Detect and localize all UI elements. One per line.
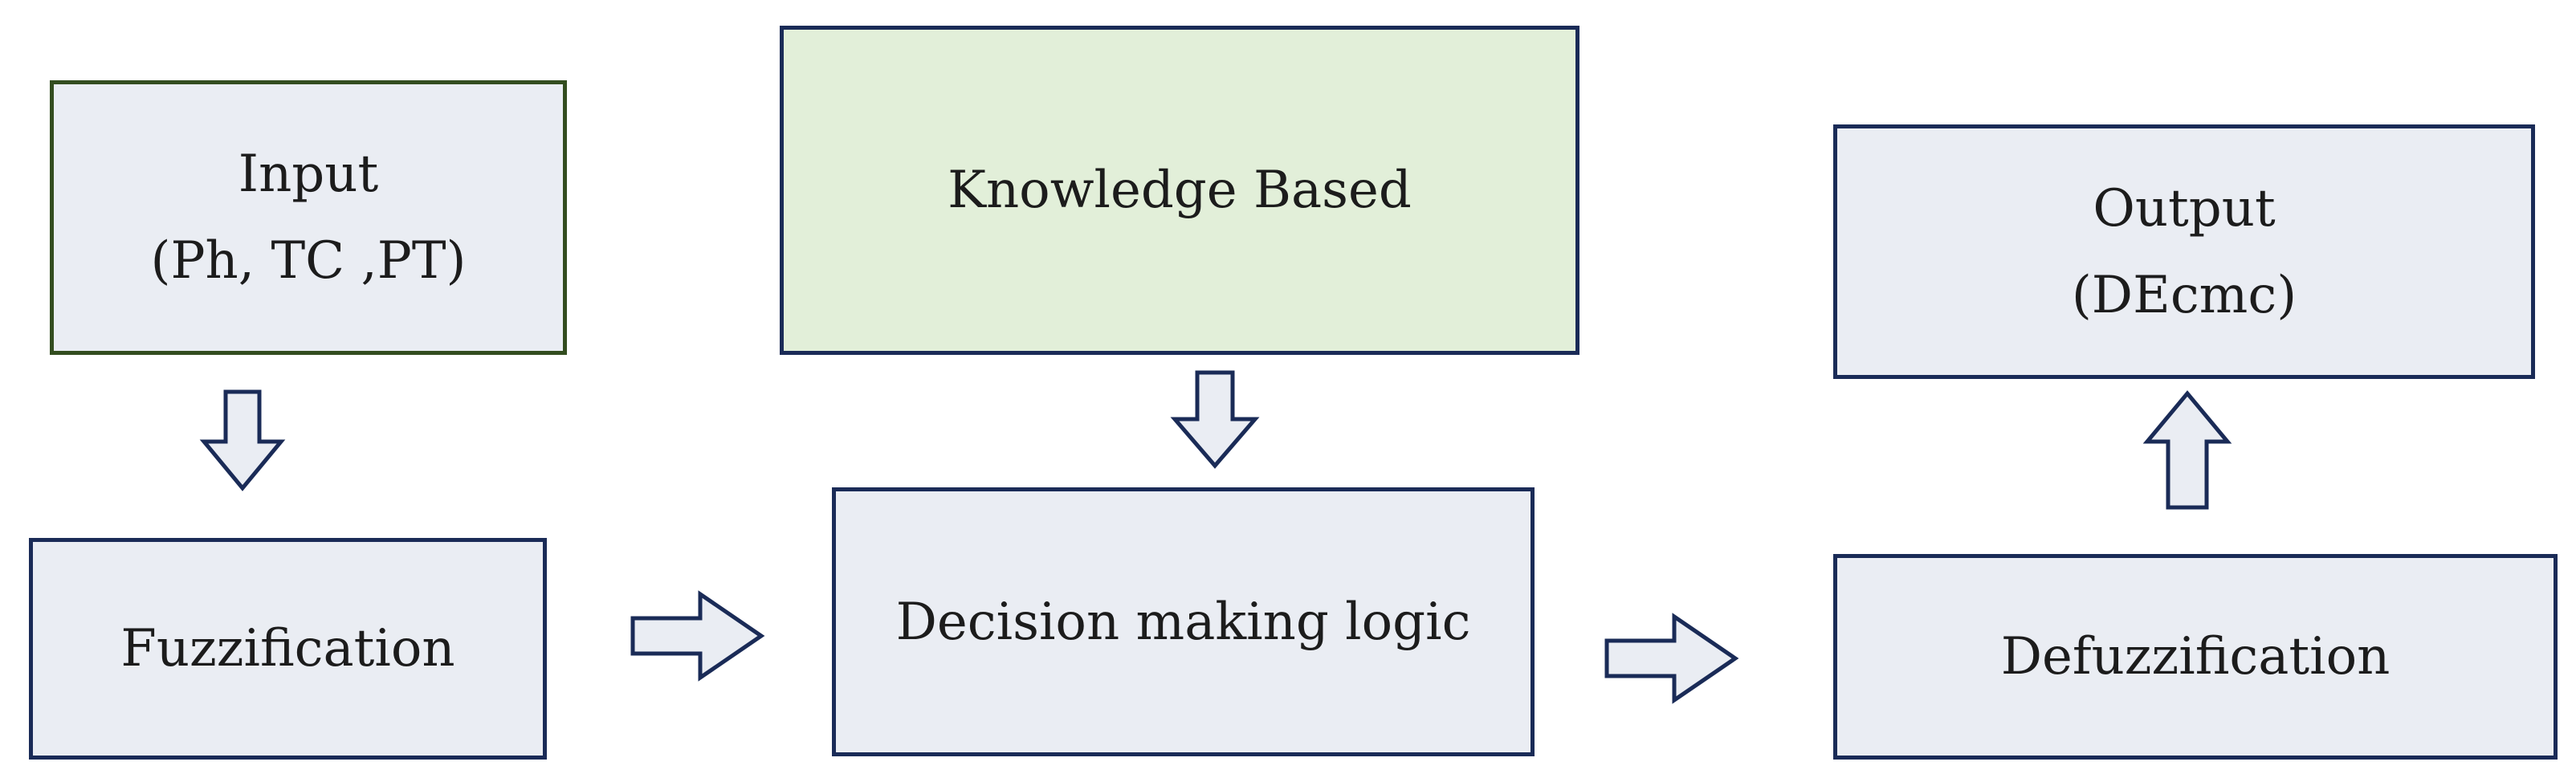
output-variable: (DEcmc) [2071,265,2297,325]
output-title: Output [2093,178,2276,238]
right-arrow-icon [630,590,765,682]
up-arrow-icon [2142,390,2232,510]
knowledge-based-label: Knowledge Based [948,161,1412,220]
fuzzification-label: Fuzzification [120,619,455,678]
down-arrow-icon [1170,370,1260,469]
output-box: Output (DEcmc) [1833,124,2535,379]
defuzzification-label: Defuzzification [2000,627,2391,686]
fuzzification-box: Fuzzification [29,538,547,760]
input-box: Input (Ph, TC ,PT) [50,80,567,355]
defuzzification-box: Defuzzification [1833,554,2558,760]
input-title: Input [238,145,379,204]
down-arrow-icon [199,389,286,491]
right-arrow-icon [1604,613,1739,704]
decision-making-logic-label: Decision making logic [895,592,1471,652]
decision-making-logic-box: Decision making logic [832,487,1535,756]
knowledge-based-box: Knowledge Based [780,26,1579,355]
input-variables: (Ph, TC ,PT) [150,231,467,291]
